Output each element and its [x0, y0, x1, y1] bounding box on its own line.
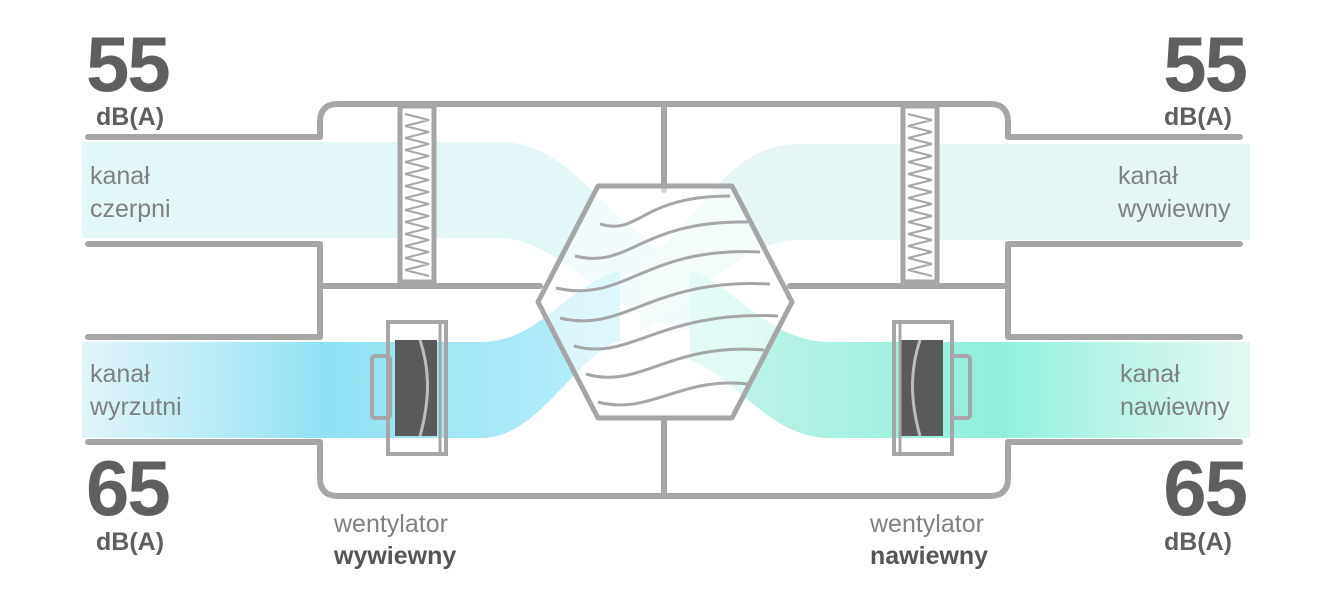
- supply-fan-label: wentylator nawiewny: [870, 508, 988, 572]
- filter-left: [397, 103, 437, 285]
- intake-duct-label: kanał czerpni: [90, 160, 171, 226]
- noise-top-left-value: 55: [86, 20, 171, 108]
- exhaust-duct-line2: wyrzutni: [90, 393, 182, 421]
- supply-fan-line1: wentylator: [870, 510, 984, 538]
- noise-bottom-left-value: 65: [86, 444, 171, 532]
- supply-duct-label: kanał nawiewny: [1120, 358, 1230, 424]
- intake-duct-line1: kanał: [90, 162, 150, 190]
- supply-fan-line2: nawiewny: [870, 542, 989, 570]
- noise-bottom-right-value: 65: [1163, 444, 1248, 532]
- extract-duct-label: kanał wywiewny: [1118, 160, 1231, 226]
- intake-duct-line2: czerpni: [90, 195, 171, 223]
- exhaust-duct-label: kanał wyrzutni: [90, 358, 182, 424]
- noise-bottom-left-unit: dB(A): [96, 528, 165, 556]
- noise-top-left-unit: dB(A): [96, 103, 165, 131]
- supply-flow: [690, 270, 1250, 438]
- supply-duct-line2: nawiewny: [1120, 393, 1230, 421]
- noise-top-right-value: 55: [1163, 20, 1248, 108]
- heat-exchanger: [535, 183, 795, 421]
- noise-top-right-unit: dB(A): [1163, 103, 1232, 131]
- filter-right: [900, 103, 940, 285]
- supply-duct-line1: kanał: [1120, 360, 1180, 388]
- housing-frame: [85, 101, 1243, 499]
- fan-supply: [892, 320, 972, 456]
- extract-fan-label: wentylator wywiewny: [334, 508, 456, 572]
- extract-fan-line1: wentylator: [334, 510, 448, 538]
- exhaust-flow: [82, 270, 620, 438]
- noise-bottom-right-unit: dB(A): [1163, 528, 1232, 556]
- extract-duct-line1: kanał: [1118, 162, 1178, 190]
- extract-duct-line2: wywiewny: [1118, 195, 1231, 223]
- exhaust-duct-line1: kanał: [90, 360, 150, 388]
- fan-extract: [370, 320, 448, 456]
- extract-fan-line2: wywiewny: [334, 542, 457, 570]
